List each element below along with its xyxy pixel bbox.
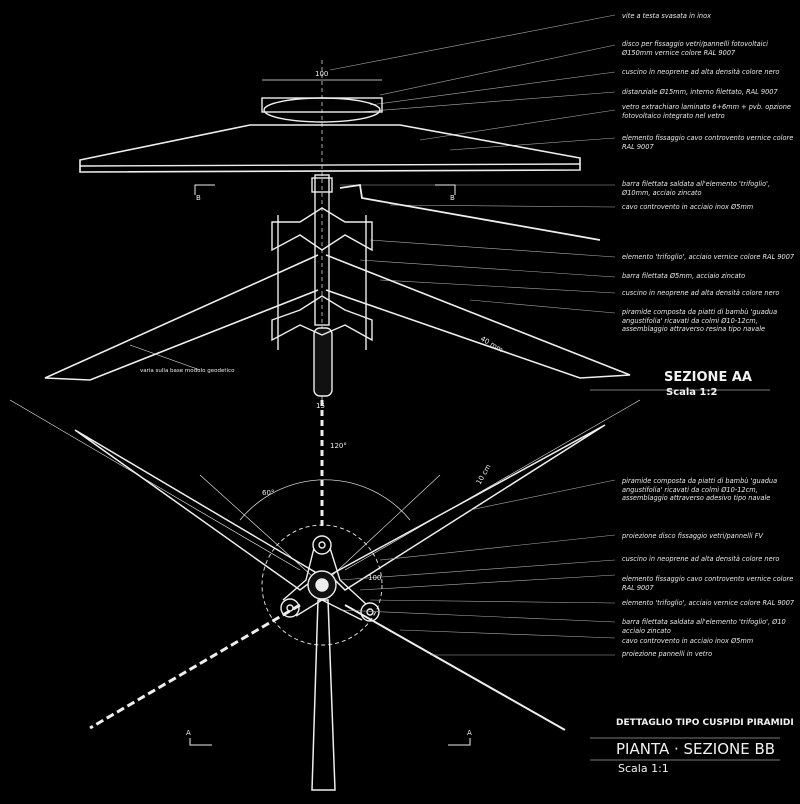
section-aa-title: SEZIONE AA (664, 370, 752, 385)
disk-projection (261, 524, 383, 646)
note: distanziale Ø15mm, interno filettato, RA… (622, 88, 778, 96)
note: cuscino in neoprene ad alta densità colo… (622, 289, 780, 297)
note: cuscino in neoprene ad alta densità colo… (622, 555, 780, 563)
section-bb-title: PIANTA · SEZIONE BB (616, 740, 776, 758)
bracing-cable (339, 183, 601, 241)
note: proiezione pannelli in vetro (622, 650, 713, 658)
section-bb-scale: Scala 1:1 (618, 762, 669, 775)
note: elemento fissaggio cavo controvento vern… (622, 134, 794, 151)
note: disco per fissaggio vetri/pannelli fotov… (622, 40, 768, 57)
note: vite a testa svasata in inox (622, 12, 712, 20)
angle-top: 120° (330, 442, 347, 450)
glass-panel (79, 124, 581, 173)
note: piramide composta da piatti di bambù 'gu… (622, 477, 778, 502)
angle-left: 60° (262, 489, 274, 497)
note: proiezione disco fissaggio vetri/pannell… (622, 532, 764, 540)
note: vetro extrachiaro laminato 6+6mm + pvb. … (622, 103, 791, 120)
bamboo-pyramid-left (44, 254, 319, 381)
section-mark-a-left: A (186, 729, 191, 737)
leader-lines-aa (329, 14, 616, 314)
note: elemento 'trifoglio', acciaio vernice co… (622, 253, 795, 261)
note: elemento 'trifoglio', acciaio vernice co… (622, 599, 795, 607)
dim-bar: 10 cm (475, 463, 493, 486)
note: cuscino in neoprene ad alta densità colo… (622, 68, 780, 76)
section-aa-scale: Scala 1:2 (666, 387, 718, 398)
dim-pole-spacing: 15 (316, 402, 325, 410)
note: barra filettata Ø5mm, acciaio zincato (622, 272, 746, 280)
section-mark-a-right: A (467, 729, 472, 737)
dim-radius: 100 (368, 574, 381, 582)
section-mark-b-left: B (196, 194, 201, 202)
note: cavo controvento in acciaio inox Ø5mm (622, 637, 754, 645)
neoprene-cushion (313, 327, 333, 397)
note: elemento fissaggio cavo controvento vern… (622, 575, 794, 592)
note: barra filettata saldata all'elemento 'tr… (622, 180, 771, 197)
threaded-rod (314, 174, 330, 326)
bamboo-plan-s (311, 599, 336, 791)
note: cavo controvento in acciaio inox Ø5mm (622, 203, 754, 211)
note: barra filettata saldata all'elemento 'tr… (622, 618, 786, 635)
dim-modulus: varia sulla base modulo geodetico (140, 368, 235, 374)
bamboo-pyramid-right (325, 254, 631, 379)
bamboo-plan-ne (328, 424, 606, 591)
section-bb-subtitle: DETTAGLIO TIPO CUSPIDI PIRAMIDI (616, 718, 794, 728)
trifoglio-bracket (271, 207, 373, 252)
dim-disk-width: 100 (315, 70, 328, 78)
section-mark-b-right: B (450, 194, 455, 202)
note: piramide composta da piatti di bambù 'gu… (622, 308, 778, 333)
